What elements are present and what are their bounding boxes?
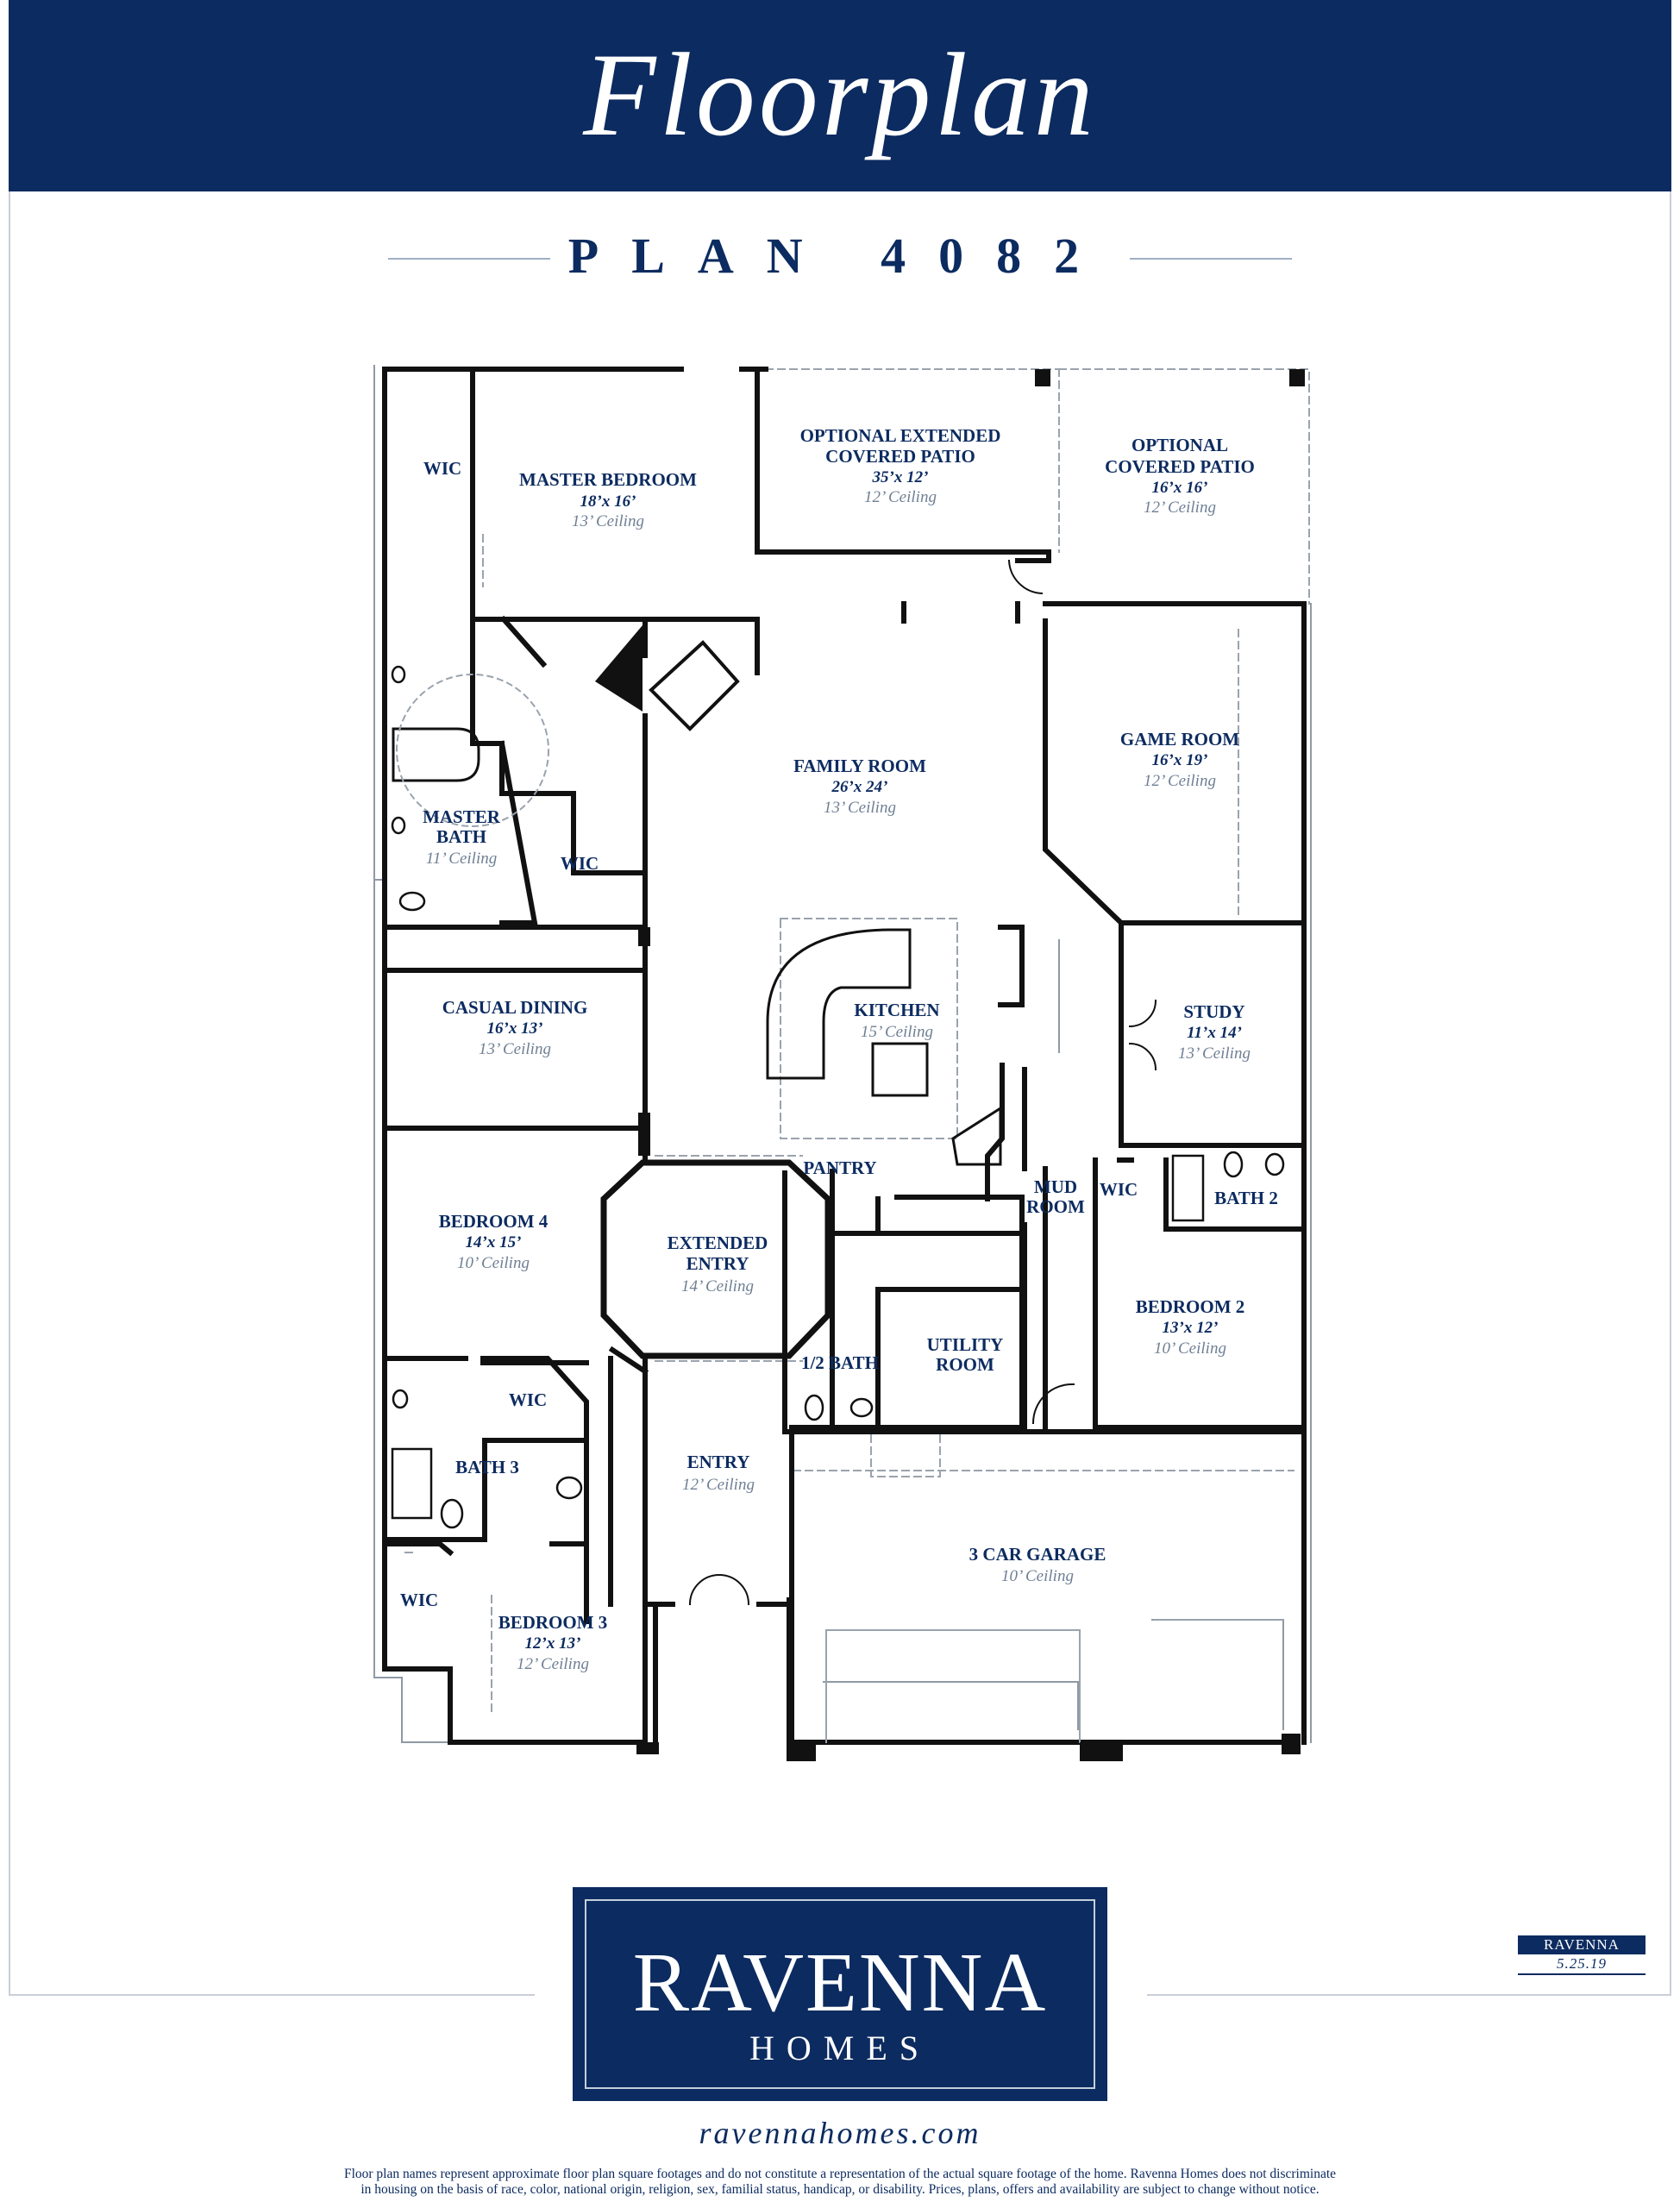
plan-rule-right <box>1130 258 1292 260</box>
room-label: MASTER <box>423 806 501 827</box>
website-link[interactable]: ravennahomes.com <box>699 2116 981 2150</box>
room-label: WIC <box>423 458 461 479</box>
room-dimensions: 18’x 16’ <box>580 492 636 511</box>
room-ceiling: 13’ Ceiling <box>1178 1044 1251 1063</box>
room-dimensions: 16’x 13’ <box>487 1019 543 1038</box>
room-dimensions: 13’x 12’ <box>1163 1319 1219 1337</box>
badge-name: RAVENNA <box>1518 1935 1646 1954</box>
room-label: WIC <box>561 853 599 874</box>
room-label: COVERED PATIO <box>1105 456 1255 477</box>
room-ceiling: 15’ Ceiling <box>861 1023 933 1041</box>
logo-wordmark: RAVENNA <box>632 1936 1048 2029</box>
badge-date: 5.25.19 <box>1518 1954 1646 1975</box>
room-label: OPTIONAL EXTENDED <box>800 425 1001 446</box>
room-label: BATH 3 <box>455 1457 519 1477</box>
room-dimensions: 35’x 12’ <box>872 468 929 486</box>
room-dimensions: 16’x 19’ <box>1152 751 1208 769</box>
room-ceiling: 13’ Ceiling <box>479 1040 551 1058</box>
disclaimer-line: in housing on the basis of race, color, … <box>360 2182 1320 2197</box>
page-title: Floorplan <box>583 28 1097 160</box>
disclaimer: Floor plan names represent approximate f… <box>138 2167 1542 2198</box>
room-labels: WIC MASTER BEDROOM 18’x 16’ 13’ Ceiling … <box>400 425 1278 1673</box>
plan-badge: RAVENNA 5.25.19 <box>1518 1935 1646 1975</box>
room-dimensions: 16’x 16’ <box>1152 479 1208 497</box>
room-label: BATH <box>436 826 486 847</box>
room-ceiling: 14’ Ceiling <box>681 1277 754 1295</box>
room-label: BATH 2 <box>1214 1188 1278 1208</box>
room-ceiling: 10’ Ceiling <box>1001 1567 1074 1585</box>
room-ceiling: 12’ Ceiling <box>1144 499 1216 517</box>
room-ceiling: 11’ Ceiling <box>426 850 498 868</box>
bottom-rule-left <box>9 1994 535 1996</box>
room-label: BEDROOM 3 <box>498 1612 608 1633</box>
room-dimensions: 26’x 24’ <box>831 778 888 796</box>
room-ceiling: 10’ Ceiling <box>1154 1339 1226 1358</box>
room-label: CASUAL DINING <box>442 997 588 1018</box>
room-ceiling: 12’ Ceiling <box>1144 772 1216 790</box>
room-label: 3 CAR GARAGE <box>969 1544 1106 1565</box>
room-ceiling: 12’ Ceiling <box>864 488 937 506</box>
room-ceiling: 10’ Ceiling <box>457 1254 530 1272</box>
room-label: UTILITY <box>927 1334 1004 1355</box>
room-ceiling: 13’ Ceiling <box>824 799 896 817</box>
room-dimensions: 14’x 15’ <box>466 1233 522 1251</box>
room-label: ENTRY <box>687 1452 750 1472</box>
room-label: STUDY <box>1183 1001 1244 1022</box>
logo-subtitle: HOMES <box>749 2029 931 2067</box>
floor-plan-walls <box>373 365 1312 1761</box>
disclaimer-line: Floor plan names represent approximate f… <box>343 2167 1337 2181</box>
room-label: COVERED PATIO <box>825 446 975 467</box>
room-label: PANTRY <box>803 1157 876 1178</box>
page-frame <box>9 0 1671 1994</box>
plan-rule-left <box>388 258 550 260</box>
room-label: ENTRY <box>686 1253 749 1274</box>
room-ceiling: 12’ Ceiling <box>682 1476 755 1494</box>
ravenna-homes-logo: RAVENNA HOMES <box>573 1887 1107 2101</box>
room-label: 1/2 BATH <box>801 1352 879 1373</box>
room-label: MASTER BEDROOM <box>519 469 697 490</box>
room-label: ROOM <box>936 1354 994 1375</box>
room-label: FAMILY ROOM <box>793 756 926 776</box>
plan-name: PLAN 4082 <box>567 228 1113 284</box>
room-ceiling: 12’ Ceiling <box>517 1655 589 1673</box>
room-label: EXTENDED <box>668 1233 768 1253</box>
room-dimensions: 12’x 13’ <box>525 1634 581 1653</box>
room-label: WIC <box>509 1389 547 1410</box>
bottom-rule-right <box>1147 1994 1671 1996</box>
logo-border: RAVENNA HOMES <box>585 1899 1095 2089</box>
room-label: ROOM <box>1026 1196 1085 1217</box>
room-dimensions: 11’x 14’ <box>1187 1024 1242 1042</box>
header-banner: Floorplan <box>9 0 1671 191</box>
plan-name-row: PLAN 4082 <box>0 226 1680 286</box>
room-label: MUD <box>1034 1176 1077 1197</box>
room-label: BEDROOM 4 <box>439 1211 549 1232</box>
room-label: BEDROOM 2 <box>1136 1296 1245 1317</box>
room-ceiling: 13’ Ceiling <box>572 512 644 530</box>
room-label: OPTIONAL <box>1131 435 1228 455</box>
room-label: WIC <box>1100 1179 1138 1200</box>
room-label: GAME ROOM <box>1120 729 1239 750</box>
room-label: KITCHEN <box>854 1000 939 1020</box>
room-label: WIC <box>400 1590 438 1610</box>
